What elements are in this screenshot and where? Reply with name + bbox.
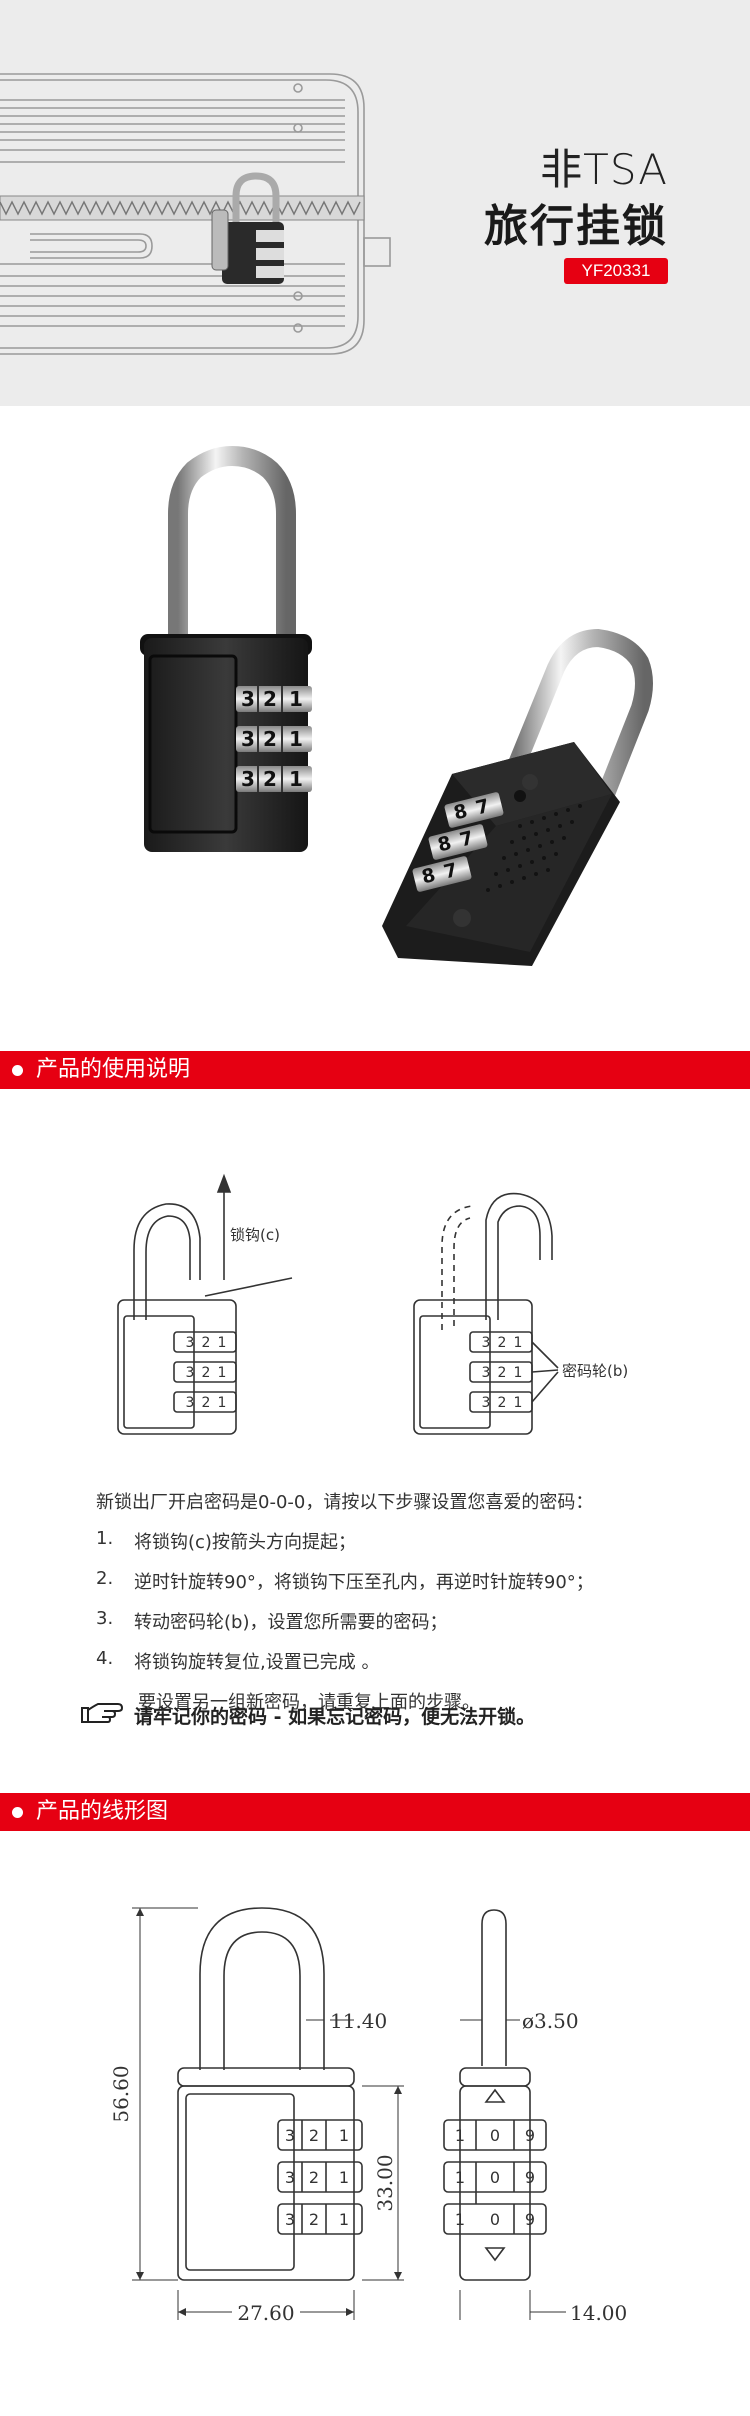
svg-text:1: 1 xyxy=(218,1335,227,1351)
zipper xyxy=(0,195,365,221)
drawing-digit: 1 xyxy=(455,2126,465,2145)
dim-width: 27.60 xyxy=(237,2301,294,2325)
step-number: 2. xyxy=(96,1568,114,1589)
step-text: 将锁钩旋转复位,设置已完成 。 xyxy=(134,1652,380,1673)
dim-height: 56.60 xyxy=(109,2065,133,2122)
drawing-digit: 3 xyxy=(285,2210,295,2229)
drawing-digit: 2 xyxy=(309,2168,319,2187)
lock-front-photo: 3 2 1 3 2 1 3 2 1 xyxy=(140,445,312,852)
svg-text:1: 1 xyxy=(218,1395,227,1411)
model-badge: YF20331 xyxy=(564,258,668,284)
lock-angled-photo: 8 7 8 7 8 7 xyxy=(382,628,653,966)
svg-text:3: 3 xyxy=(186,1335,195,1351)
dim-body-height: 33.00 xyxy=(373,2154,397,2211)
drawing-digit: 1 xyxy=(339,2126,349,2145)
front-digit-8: 2 xyxy=(263,767,277,791)
drawing-digit: 1 xyxy=(455,2210,465,2229)
product-photos: 3 2 1 3 2 1 3 2 1 xyxy=(140,445,653,966)
front-digit-9: 1 xyxy=(289,767,303,791)
instruction-intro: 新锁出厂开启密码是0-0-0，请按以下步骤设置您喜爱的密码： xyxy=(96,1492,594,1513)
hero-title-line1: 非TSA xyxy=(540,145,668,194)
section-bar-usage: 产品的使用说明 xyxy=(0,1051,750,1089)
front-digit-6: 1 xyxy=(289,727,303,751)
svg-text:2: 2 xyxy=(498,1335,507,1351)
mini-lock xyxy=(211,172,284,284)
dim-thickness: 14.00 xyxy=(570,2301,627,2325)
drawing-digit: 9 xyxy=(525,2210,535,2229)
step-text: 将锁钩(c)按箭头方向提起； xyxy=(134,1532,356,1553)
svg-text:3: 3 xyxy=(482,1395,491,1411)
drawing-digit: 0 xyxy=(490,2168,500,2187)
angled-digit-1: 8 xyxy=(451,800,469,825)
svg-text:1: 1 xyxy=(514,1365,523,1381)
angled-digit-3: 8 xyxy=(435,832,453,857)
step-number: 1. xyxy=(96,1528,114,1549)
drawing-digit: 0 xyxy=(490,2210,500,2229)
svg-text:3: 3 xyxy=(482,1365,491,1381)
instruction-note: 要设置另一组新密码，请重复上面的步骤。 xyxy=(138,1692,480,1713)
dim-shackle-clearance: 11.40 xyxy=(330,2009,387,2033)
svg-text:2: 2 xyxy=(202,1365,211,1381)
svg-text:2: 2 xyxy=(498,1365,507,1381)
drawing-digit: 3 xyxy=(285,2126,295,2145)
front-digit-1: 3 xyxy=(241,687,255,711)
angled-digit-6: 7 xyxy=(441,859,459,884)
svg-text:1: 1 xyxy=(514,1395,523,1411)
svg-text:1: 1 xyxy=(514,1335,523,1351)
front-digit-7: 3 xyxy=(241,767,255,791)
drawing-digit: 9 xyxy=(525,2168,535,2187)
dim-shackle-diameter: ø3.50 xyxy=(522,2009,579,2033)
pointing-hand-icon xyxy=(81,1703,124,1723)
drawing-digit: 9 xyxy=(525,2126,535,2145)
front-digit-3: 1 xyxy=(289,687,303,711)
svg-text:2: 2 xyxy=(498,1395,507,1411)
bullet-dot-icon xyxy=(12,1807,23,1818)
angled-digit-5: 8 xyxy=(419,864,437,889)
hero-title-line2: 旅行挂锁 xyxy=(484,201,668,252)
svg-text:2: 2 xyxy=(202,1395,211,1411)
svg-text:3: 3 xyxy=(186,1365,195,1381)
svg-text:3: 3 xyxy=(482,1335,491,1351)
step-number: 3. xyxy=(96,1608,114,1629)
section-title-drawing: 产品的线形图 xyxy=(36,1799,169,1824)
technical-drawing: 3 2 1 3 2 1 3 2 1 1 0 9 1 0 9 1 0 9 56.6… xyxy=(109,1907,627,2325)
front-digit-4: 3 xyxy=(241,727,255,751)
drawing-digit: 3 xyxy=(285,2168,295,2187)
svg-text:1: 1 xyxy=(218,1365,227,1381)
section-bar-drawing: 产品的线形图 xyxy=(0,1793,750,1831)
bullet-dot-icon xyxy=(12,1065,23,1076)
step-text: 转动密码轮(b)，设置您所需要的密码； xyxy=(134,1612,448,1633)
step-text: 逆时针旋转90°，将锁钩下压至孔内，再逆时针旋转90°； xyxy=(134,1572,594,1593)
drawing-digit: 1 xyxy=(339,2168,349,2187)
section-title-usage: 产品的使用说明 xyxy=(36,1057,191,1082)
drawing-digit: 1 xyxy=(455,2168,465,2187)
hero-banner: 非TSA 旅行挂锁 YF20331 xyxy=(0,0,750,406)
drawing-digit: 1 xyxy=(339,2210,349,2229)
warning-text: 请牢记你的密码 - 如果忘记密码，便无法开锁。 xyxy=(134,1706,536,1728)
drawing-digit: 0 xyxy=(490,2126,500,2145)
svg-text:2: 2 xyxy=(202,1335,211,1351)
step-number: 4. xyxy=(96,1648,114,1669)
drawing-digit: 2 xyxy=(309,2210,319,2229)
angled-digit-4: 7 xyxy=(457,827,475,852)
angled-digit-2: 7 xyxy=(473,795,491,820)
shackle-label: 锁钩(c) xyxy=(230,1226,280,1244)
wheel-label: 密码轮(b) xyxy=(562,1362,628,1380)
drawing-digit: 2 xyxy=(309,2126,319,2145)
suitcase-illustration xyxy=(0,73,391,355)
front-digit-2: 2 xyxy=(263,687,277,711)
svg-text:3: 3 xyxy=(186,1395,195,1411)
front-digit-5: 2 xyxy=(263,727,277,751)
